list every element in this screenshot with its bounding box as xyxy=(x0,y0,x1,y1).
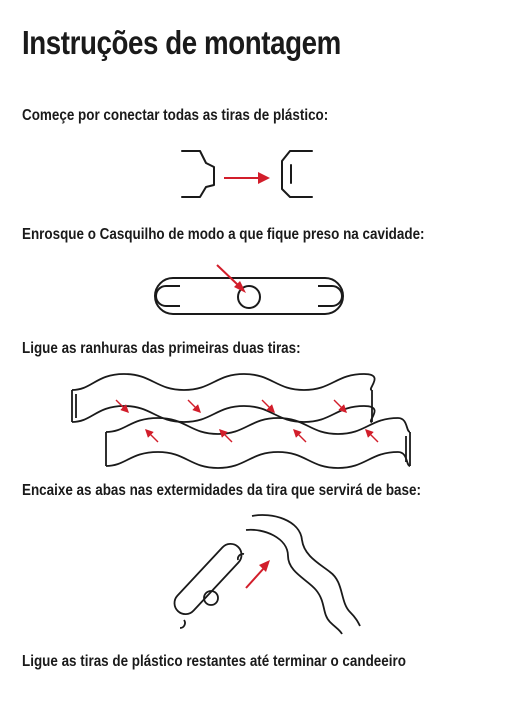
step-1-text: Começe por conectar todas as tiras de pl… xyxy=(22,107,329,124)
step-2-figure xyxy=(150,258,350,318)
step-2-text: Enrosque o Casquilho de modo a que fique… xyxy=(22,226,425,243)
page-title: Instruções de montagem xyxy=(22,24,341,61)
step-4-figure xyxy=(160,510,370,646)
step-1-figure xyxy=(178,145,318,203)
step-5-text: Ligue as tiras de plástico restantes até… xyxy=(22,653,406,670)
step-3-text: Ligue as ranhuras das primeiras duas tir… xyxy=(22,340,301,357)
step-4-text: Encaixe as abas nas extermidades da tira… xyxy=(22,482,421,499)
step-3-figure xyxy=(66,368,426,480)
